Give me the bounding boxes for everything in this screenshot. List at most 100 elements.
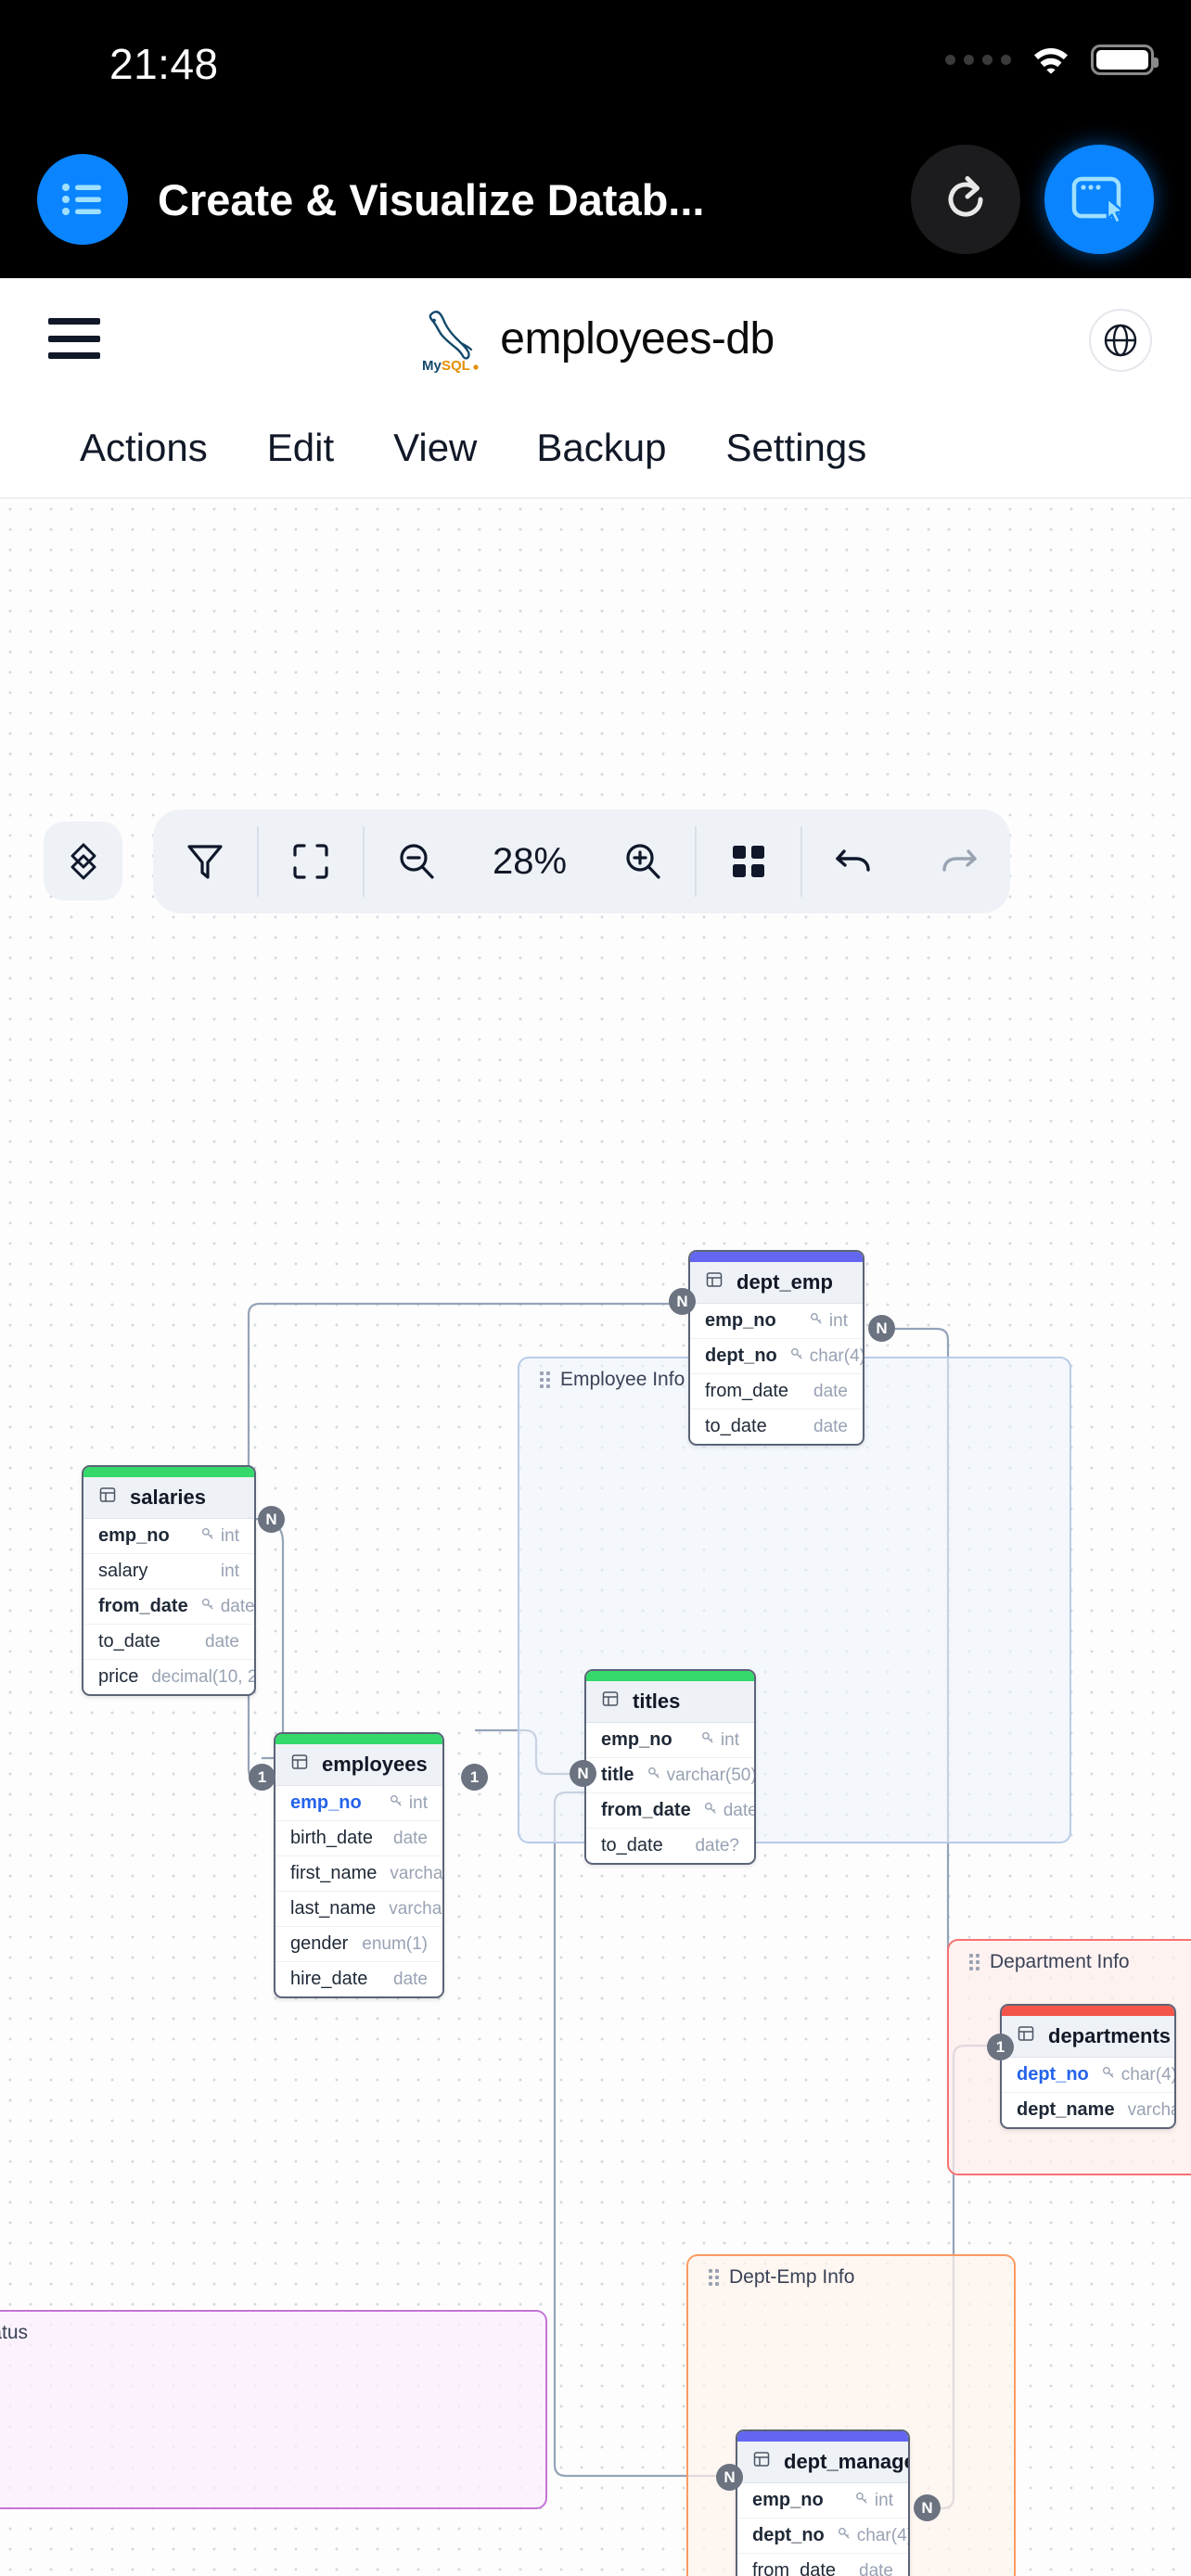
- column-name: emp_no: [601, 1729, 672, 1750]
- column-name: to_date: [601, 1835, 663, 1855]
- toolbar-divider: [800, 826, 803, 897]
- menu-item-edit[interactable]: Edit: [266, 426, 335, 469]
- key-icon: [201, 1526, 215, 1547]
- hamburger-menu-icon[interactable]: [48, 318, 100, 359]
- column-type: char(4): [838, 2526, 908, 2546]
- table-header[interactable]: dept_emp: [690, 1262, 863, 1304]
- zoom-out-icon[interactable]: [365, 810, 468, 913]
- column-name: title: [601, 1765, 634, 1785]
- reload-icon[interactable]: [911, 145, 1020, 254]
- column-type: date: [704, 1801, 754, 1821]
- undo-icon[interactable]: [802, 810, 906, 913]
- table-accent-bar: [1002, 2006, 1174, 2016]
- menu-item-settings[interactable]: Settings: [725, 426, 867, 469]
- column-name: first_name: [290, 1863, 378, 1883]
- table-column-row[interactable]: first_namevarchar(14): [275, 1856, 442, 1892]
- list-menu-icon[interactable]: [37, 154, 128, 245]
- toolbar-divider: [695, 826, 698, 897]
- table-column-row[interactable]: last_namevarchar(16): [275, 1892, 442, 1927]
- table-header[interactable]: titles: [586, 1681, 754, 1723]
- key-icon: [838, 2526, 852, 2546]
- app-viewport: My SQL employees-db Actions Edit View Ba…: [0, 278, 1191, 2576]
- table-accent-bar: [275, 1734, 442, 1744]
- column-name: salary: [98, 1561, 148, 1581]
- app-menu-bar: Actions Edit View Backup Settings: [0, 399, 1191, 499]
- table-header[interactable]: salaries: [83, 1477, 254, 1519]
- fit-to-screen-icon[interactable]: [259, 810, 363, 913]
- column-type: int: [810, 1311, 848, 1332]
- drag-handle-icon[interactable]: [709, 2269, 719, 2286]
- group-employment-status[interactable]: ent Status: [0, 2310, 547, 2509]
- filter-icon[interactable]: [153, 810, 257, 913]
- drag-handle-icon[interactable]: [540, 1371, 550, 1388]
- diagram-canvas[interactable]: 28%: [0, 499, 1191, 2576]
- table-column-row[interactable]: from_date date: [83, 1589, 254, 1625]
- column-type: varchar(16): [389, 1898, 442, 1919]
- magnet-snap-icon[interactable]: [44, 822, 122, 900]
- table-header[interactable]: employees: [275, 1744, 442, 1786]
- table-header[interactable]: departments: [1002, 2016, 1174, 2058]
- redo-icon[interactable]: [906, 810, 1010, 913]
- column-name: gender: [290, 1933, 349, 1954]
- app-title-group: My SQL employees-db: [0, 278, 1191, 399]
- table-header[interactable]: dept_manager: [737, 2442, 908, 2483]
- table-column-row[interactable]: salary int: [83, 1554, 254, 1589]
- browser-page-title: Create & Visualize Datab...: [158, 174, 705, 224]
- table-card-departments[interactable]: departmentsdept_nochar(4)dept_namevarcha…: [1000, 2004, 1176, 2129]
- key-icon: [390, 1793, 403, 1814]
- column-name: from_date: [752, 2560, 837, 2576]
- key-icon: [647, 1766, 661, 1786]
- column-type: date: [201, 1597, 254, 1617]
- table-column-row[interactable]: dept_namevarchar(40): [1002, 2093, 1174, 2127]
- drag-handle-icon[interactable]: [969, 1954, 980, 1970]
- table-column-row[interactable]: dept_no char(4): [737, 2519, 908, 2554]
- status-bar-clock: 21:48: [109, 40, 219, 88]
- table-name: employees: [322, 1753, 428, 1776]
- column-type: date: [813, 1416, 848, 1436]
- column-type: date: [205, 1631, 239, 1651]
- column-type: varchar(40): [1127, 2099, 1174, 2120]
- column-type: int: [220, 1561, 239, 1581]
- column-type: int: [390, 1793, 428, 1814]
- table-accent-bar: [83, 1467, 254, 1477]
- column-type: date?: [695, 1835, 739, 1855]
- column-name: to_date: [705, 1416, 767, 1436]
- battery-full-icon: [1091, 45, 1159, 75]
- menu-item-view[interactable]: View: [393, 426, 478, 469]
- wifi-icon: [1031, 46, 1070, 74]
- column-name: from_date: [98, 1596, 188, 1616]
- zoom-in-icon[interactable]: [591, 810, 695, 913]
- table-column-row[interactable]: to_date date: [690, 1409, 863, 1444]
- relationship-badge: 1: [249, 1764, 275, 1791]
- menu-item-actions[interactable]: Actions: [80, 426, 208, 469]
- menu-item-backup[interactable]: Backup: [536, 426, 667, 469]
- browser-window-cursor-icon[interactable]: [1044, 145, 1154, 254]
- globe-icon[interactable]: [1089, 309, 1152, 372]
- zoom-level-label[interactable]: 28%: [493, 840, 568, 882]
- column-name: dept_no: [752, 2525, 825, 2545]
- grid-layout-icon[interactable]: [697, 810, 800, 913]
- table-column-row[interactable]: to_date date?: [586, 1829, 754, 1863]
- key-icon: [201, 1597, 215, 1617]
